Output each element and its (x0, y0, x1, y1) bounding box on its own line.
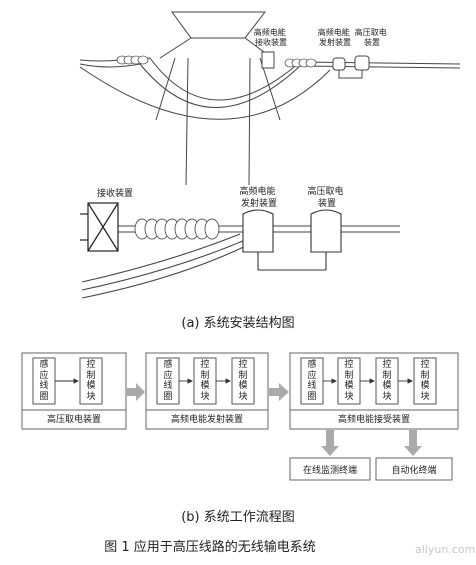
top-hv-source-label: 高压取电 装置 (355, 27, 390, 47)
top-receiver-label-line: 接收装置 (255, 37, 287, 47)
bottom-hv-source-label: 高压取电 装置 (308, 185, 347, 209)
bottom-transmitter-label-line: 发射装置 (241, 197, 277, 209)
bottom-receiver-label: 接收装置 (97, 187, 133, 199)
caption-b: (b) 系统工作流程图 (181, 510, 295, 525)
top-transmitter-device (332, 57, 346, 71)
module-boxes (32, 357, 437, 405)
figure-caption: 图 1 应用于高压线路的无线输电系统 (104, 539, 316, 555)
top-transmitter-label: 高频电能 发射装置 (318, 27, 353, 47)
watermark: aliyun.com (415, 543, 475, 556)
top-receiver-label: 高频电能 接收装置 (254, 27, 289, 47)
top-receiver-label-line: 高频电能 (254, 27, 286, 37)
top-hv-source-label-line: 装置 (364, 37, 380, 47)
detail-conductors (81, 225, 400, 299)
caption-a: (a) 系统安装结构图 (181, 316, 294, 331)
detail-insulator-string (134, 218, 220, 240)
bottom-transmitter-label: 高频电能 发射装置 (240, 185, 279, 209)
bottom-transmitter-label-line: 高频电能 (240, 185, 276, 197)
bottom-hv-source-label-line: 高压取电 (308, 185, 344, 197)
terminal-boxes (289, 457, 453, 481)
top-insulator-string (116, 55, 317, 68)
top-hv-source-device (338, 55, 370, 79)
tower-top-schematic (79, 11, 461, 186)
flow-arrows (127, 383, 422, 456)
top-transmitter-label-line: 发射装置 (319, 37, 351, 47)
top-receiver-device (261, 51, 275, 69)
detail-hv-source-device (258, 209, 342, 271)
top-hv-source-label-line: 高压取电 (355, 27, 387, 37)
bottom-hv-source-label-line: 装置 (318, 197, 336, 209)
top-transmitter-label-line: 高频电能 (318, 27, 350, 37)
receiver-clamp (80, 202, 119, 252)
detail-transmitter-device (242, 209, 274, 270)
